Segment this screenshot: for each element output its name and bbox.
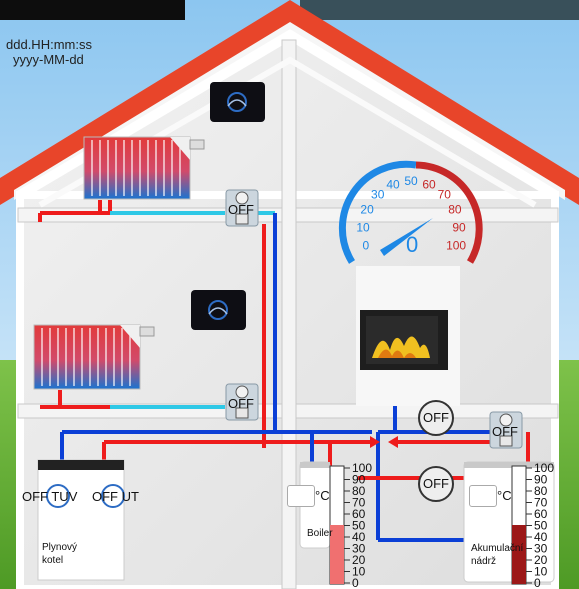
gauge-tick-label: 60 [422,178,436,192]
thermometer-tick-label: 50 [352,519,366,533]
gauge-tick-label: 90 [452,220,466,234]
gauge-tick-label: 20 [360,203,374,217]
valve-lower[interactable] [225,383,259,421]
gauge-tick-label: 40 [386,178,400,192]
pump-tank-status: OFF [423,476,449,491]
thermometer-tick-label: 50 [534,519,548,533]
thermometer-tick-label: 40 [352,530,366,544]
thermometer-tick-label: 60 [534,507,548,521]
accumulator-unit: °C [497,488,512,503]
thermometer-tick-label: 0 [352,576,359,589]
water-heater-name: Boiler [307,528,333,539]
thermometer-tick-label: 30 [352,542,366,556]
gauge-tick-label: 80 [448,203,462,217]
thermostat-upper[interactable] [210,82,265,122]
boiler-name-line1: Plynový [42,542,78,553]
thermometer-tick-label: 10 [534,565,548,579]
radiator-upper [83,136,205,200]
thermometer-tick-label: 100 [352,461,372,475]
gauge-tick-label: 0 [363,238,370,252]
gauge-tick-label: 100 [446,238,466,252]
date-display: yyyy-MM-dd [13,52,84,67]
fireplace [356,266,460,406]
valve-upper[interactable] [225,189,259,227]
accumulator-name-line2: nádrž [471,556,497,567]
valve-tank-status: OFF [492,424,518,439]
gas-boiler [37,459,125,581]
thermometer-tick-label: 100 [534,461,554,475]
water-heater-unit: °C [315,488,330,503]
pump-circulation[interactable] [418,400,454,436]
boiler-tuv-status[interactable]: OFF TUV [22,489,78,504]
gauge-tick-label: 30 [371,188,385,202]
thermometer-tick-label: 0 [534,576,541,589]
accumulator-name-line1: Akumulační [471,543,524,554]
thermometer-tick-label: 40 [534,530,548,544]
time-display: ddd.HH:mm:ss [6,37,92,52]
thermometer-tick-label: 90 [534,473,548,487]
accumulator-temp-field [469,485,497,507]
thermometer-tick-label: 80 [534,484,548,498]
gauge-needle [380,218,433,256]
gauge-value: 0 [406,232,419,257]
valve-tank[interactable] [489,411,523,449]
gauge-tick-label: 10 [356,220,370,234]
pump-tank[interactable] [418,466,454,502]
gauge-tick-label: 50 [404,174,418,188]
thermometer-tick-label: 80 [352,484,366,498]
thermometer-tick-label: 20 [352,553,366,567]
valve-lower-status: OFF [228,396,254,411]
thermometer-tick-label: 20 [534,553,548,567]
boiler-ut-status[interactable]: OFF UT [92,489,139,504]
thermostat-lower[interactable] [191,290,246,330]
thermometer-tick-label: 90 [352,473,366,487]
gauge-tick-label: 70 [438,188,452,202]
thermometer-tick-label: 70 [534,496,548,510]
pump-circulation-status: OFF [423,410,449,425]
thermometer-tick-label: 10 [352,565,366,579]
thermometer-tick-label: 70 [352,496,366,510]
water-heater-temp-field [287,485,315,507]
radiator-lower [33,324,155,390]
thermometer-tick-label: 60 [352,507,366,521]
boiler-name-line2: kotel [42,555,64,566]
thermometer-tick-label: 30 [534,542,548,556]
valve-upper-status: OFF [228,202,254,217]
